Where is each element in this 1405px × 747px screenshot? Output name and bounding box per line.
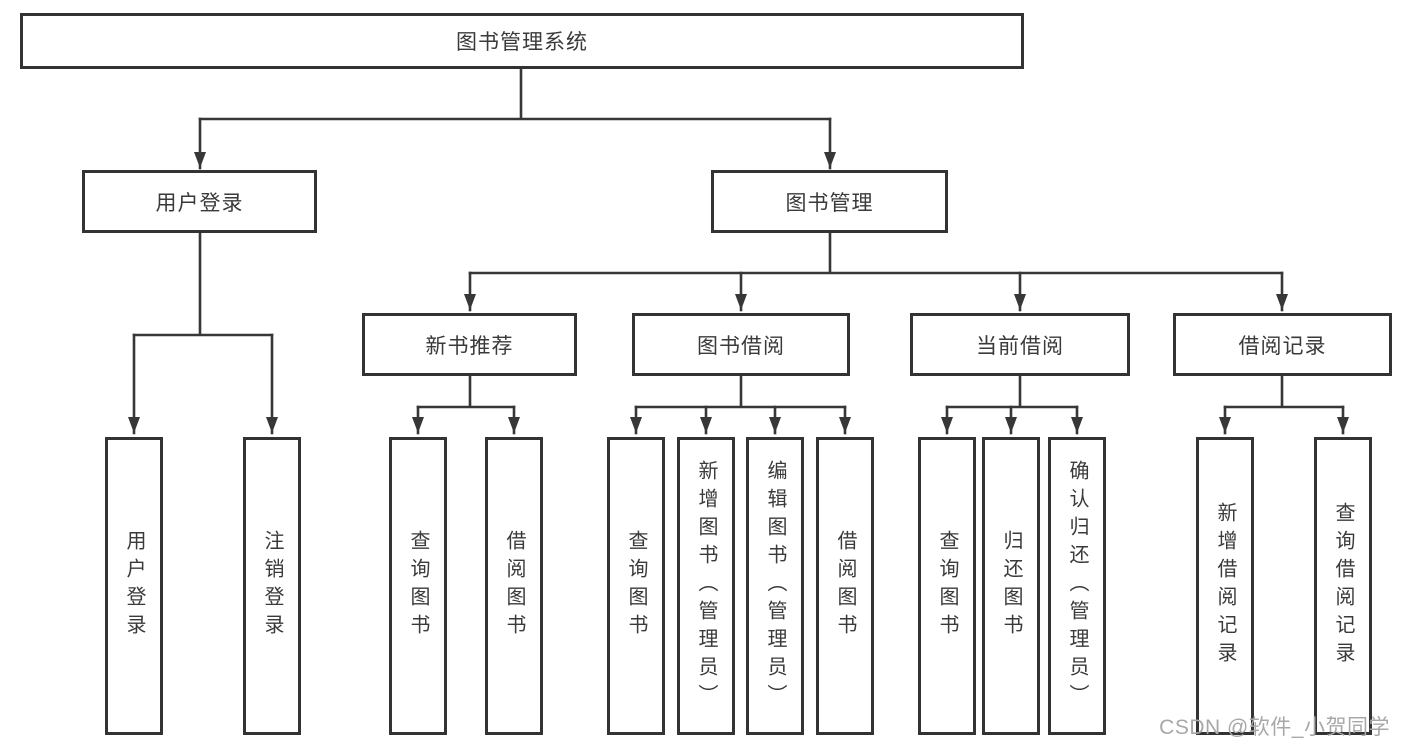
leaf-return-books: 归还图书 [982,437,1040,735]
leaf-confirm-return-admin: 确认归还（管理员） [1048,437,1106,735]
node-label: 查询图书 [936,530,958,642]
node-borrowing-records: 借阅记录 [1173,313,1392,376]
node-label: 图书借阅 [697,334,785,358]
node-label: 确认归还（管理员） [1066,460,1088,712]
node-label: 用户登录 [123,530,145,642]
node-label: 编辑图书（管理员） [764,460,786,712]
node-label: 图书管理系统 [456,31,588,54]
leaf-add-books-admin: 新增图书（管理员） [677,437,735,735]
leaf-query-books-current: 查询图书 [918,437,976,735]
node-label: 归还图书 [1000,530,1022,642]
node-label: 注销登录 [261,530,283,642]
node-label: 查询图书 [407,530,429,642]
leaf-add-borrow-record: 新增借阅记录 [1196,437,1254,735]
node-label: 查询图书 [625,530,647,642]
node-current-borrowing: 当前借阅 [910,313,1130,376]
leaf-logout: 注销登录 [243,437,301,735]
node-label: 新书推荐 [425,334,514,358]
node-new-book-recommend: 新书推荐 [362,313,577,376]
leaf-edit-books-admin: 编辑图书（管理员） [746,437,804,735]
leaf-query-books-borrowing: 查询图书 [607,437,665,735]
leaf-user-login: 用户登录 [105,437,163,735]
node-user-login: 用户登录 [82,170,317,233]
node-label: 借阅记录 [1238,334,1327,358]
node-label: 新增图书（管理员） [695,460,717,712]
leaf-query-books-recommend: 查询图书 [389,437,447,735]
node-label: 借阅图书 [503,530,525,642]
node-label: 图书管理 [785,191,874,215]
leaf-borrow-books-borrowing: 借阅图书 [816,437,874,735]
node-label: 当前借阅 [976,334,1064,358]
node-label: 借阅图书 [834,530,856,642]
node-label: 查询借阅记录 [1332,502,1354,670]
node-book-borrowing: 图书借阅 [632,313,850,376]
node-label: 用户登录 [155,191,244,215]
node-library-management-system: 图书管理系统 [20,13,1024,69]
leaf-borrow-books-recommend: 借阅图书 [485,437,543,735]
node-book-management: 图书管理 [711,170,948,233]
node-label: 新增借阅记录 [1214,502,1236,670]
leaf-query-borrow-record: 查询借阅记录 [1314,437,1372,735]
